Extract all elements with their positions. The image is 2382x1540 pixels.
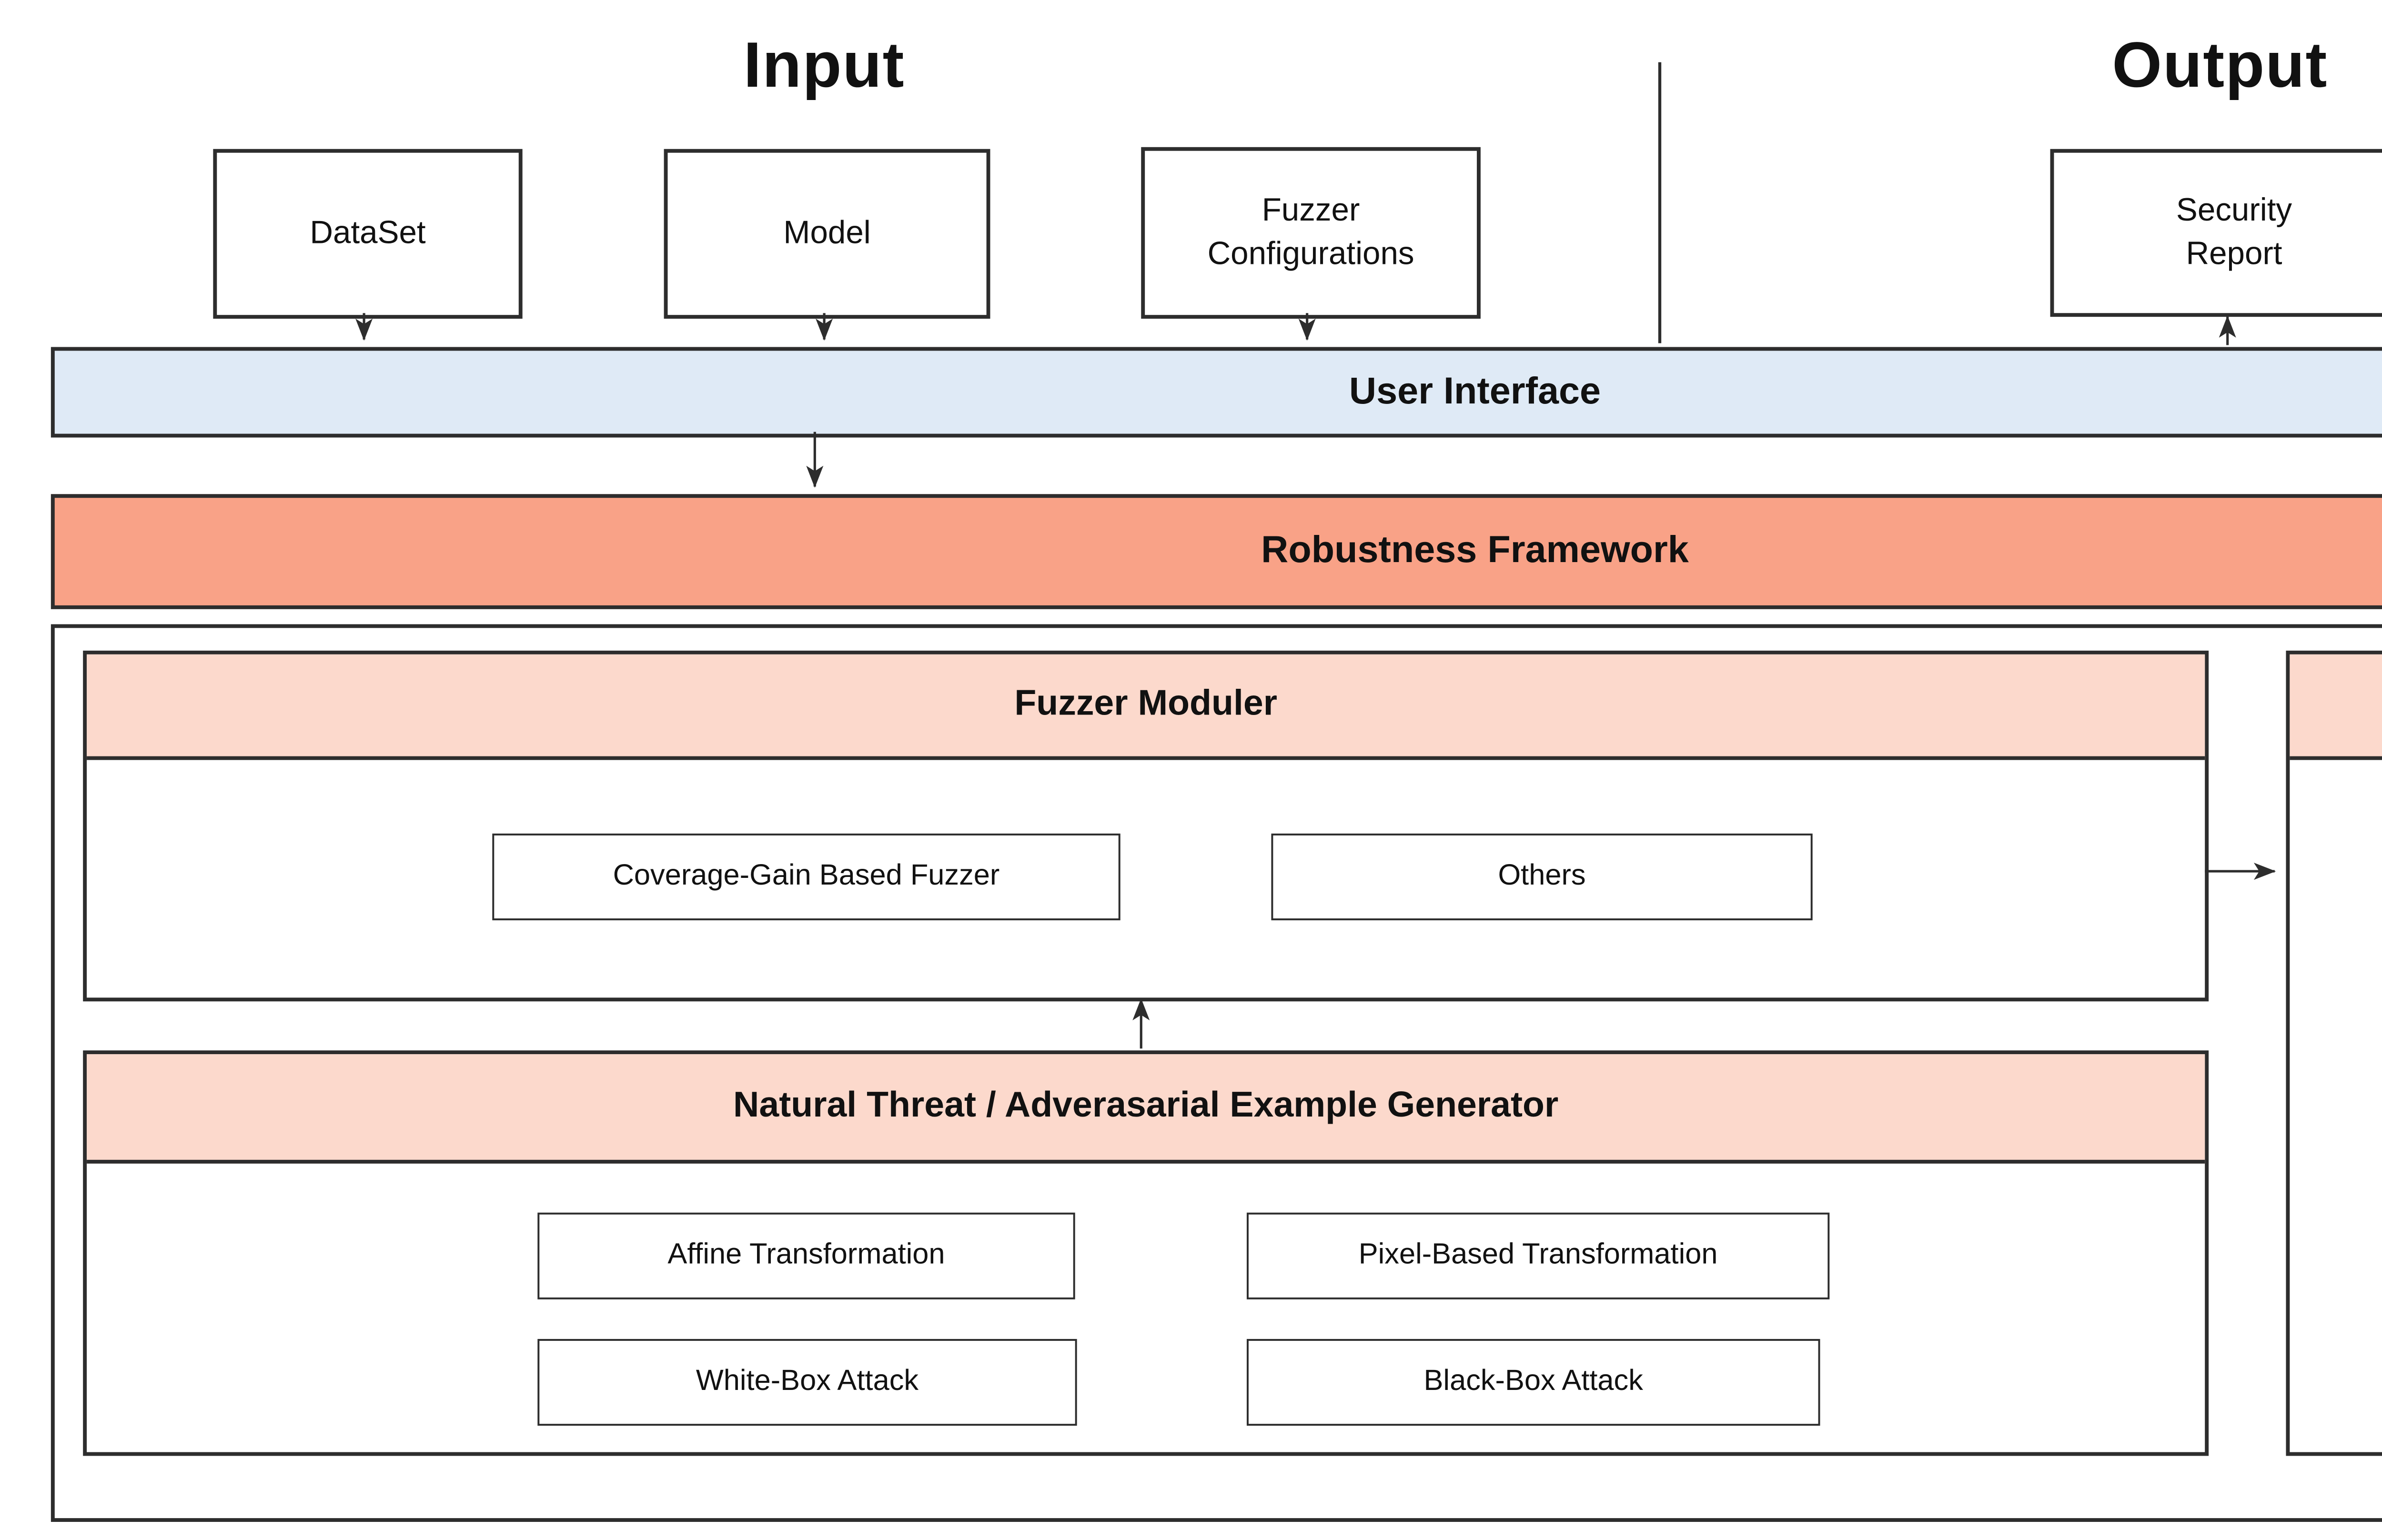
affine-transformation-box: Affine Transformation xyxy=(537,1212,1075,1299)
dataset-label: DataSet xyxy=(310,214,426,250)
fuzzer-moduler-title: Fuzzer Moduler xyxy=(1014,684,1277,725)
black-box-attack-box: Black-Box Attack xyxy=(1246,1339,1820,1426)
fuzzer-others-box: Others xyxy=(1271,833,1813,921)
robustness-framework-bar: Robustness Framework xyxy=(50,494,2382,609)
white-box-attack-label: White-Box Attack xyxy=(696,1365,919,1398)
black-box-attack-label: Black-Box Attack xyxy=(1423,1365,1643,1398)
security-report-box: Security Report xyxy=(2050,149,2382,317)
generator-title: Natural Threat / Adverasarial Example Ge… xyxy=(733,1086,1559,1126)
user-interface-label: User Interface xyxy=(1349,370,1601,413)
generator-header: Natural Threat / Adverasarial Example Ge… xyxy=(87,1054,2205,1164)
affine-transformation-label: Affine Transformation xyxy=(667,1238,945,1271)
fuzzer-moduler-section: Fuzzer Moduler Coverage-Gain Based Fuzze… xyxy=(83,650,2209,1002)
security-report-label: Security Report xyxy=(2176,191,2292,271)
evaluation-header: Evaluation xyxy=(2290,654,2382,760)
fuzzer-others-label: Others xyxy=(1498,860,1586,892)
fuzzer-configurations-box: Fuzzer Configurations xyxy=(1141,147,1481,319)
pixel-based-transformation-label: Pixel-Based Transformation xyxy=(1358,1238,1718,1271)
fuzzer-moduler-header: Fuzzer Moduler xyxy=(87,654,2205,760)
coverage-gain-fuzzer-label: Coverage-Gain Based Fuzzer xyxy=(613,860,1000,892)
white-box-attack-box: White-Box Attack xyxy=(537,1339,1077,1426)
input-section-title: Input xyxy=(743,30,905,102)
generator-section: Natural Threat / Adverasarial Example Ge… xyxy=(83,1050,2209,1456)
robustness-framework-label: Robustness Framework xyxy=(1261,530,1689,572)
pixel-based-transformation-box: Pixel-Based Transformation xyxy=(1246,1212,1830,1299)
model-label: Model xyxy=(783,214,871,250)
dataset-box: DataSet xyxy=(213,149,523,319)
fuzzer-configurations-label: Fuzzer Configurations xyxy=(1207,191,1414,271)
output-section-title: Output xyxy=(2112,30,2328,102)
evaluation-section: Evaluation Classification Utility Covera… xyxy=(2286,650,2382,1456)
user-interface-bar: User Interface xyxy=(50,347,2382,438)
model-box: Model xyxy=(664,149,990,319)
coverage-gain-fuzzer-box: Coverage-Gain Based Fuzzer xyxy=(492,833,1120,921)
